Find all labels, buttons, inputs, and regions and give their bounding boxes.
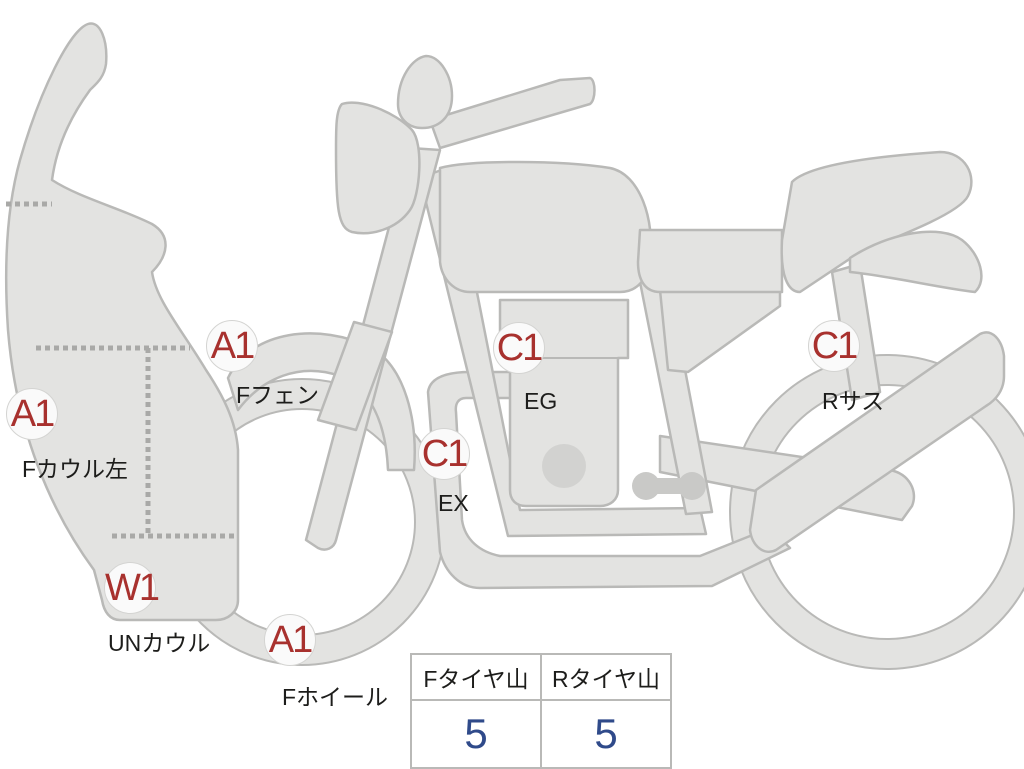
- rear-tire-tread-header: Rタイヤ山: [540, 653, 672, 701]
- engine-cover: [542, 444, 586, 488]
- label-r-suspension: Rサス: [822, 388, 885, 414]
- front-tire-tread-value[interactable]: 5: [410, 699, 542, 769]
- marker-f-wheel[interactable]: A1: [264, 614, 316, 666]
- pillion-seat: [780, 150, 973, 294]
- muffler: [748, 331, 1006, 553]
- mirror: [396, 54, 454, 130]
- marker-under-cowl[interactable]: W1: [104, 562, 160, 614]
- marker-exhaust[interactable]: C1: [418, 428, 470, 480]
- side-cover: [658, 288, 782, 374]
- marker-engine[interactable]: C1: [493, 322, 545, 374]
- fuel-tank: [438, 160, 653, 294]
- marker-f-fender[interactable]: A1: [206, 320, 258, 372]
- label-engine: EG: [524, 388, 558, 414]
- label-under-cowl: UNカウル: [108, 630, 211, 656]
- front-cowl: [4, 22, 240, 622]
- label-f-wheel: Fホイール: [282, 684, 389, 710]
- handlebar: [428, 76, 596, 150]
- headlight: [334, 101, 421, 235]
- tire-tread-table: Fタイヤ山 Rタイヤ山 5 5: [410, 653, 672, 769]
- rider-seat: [636, 228, 784, 294]
- rear-tire-tread-value[interactable]: 5: [540, 699, 672, 769]
- exhaust-pipe: [426, 370, 792, 590]
- front-tire-tread-header: Fタイヤ山: [410, 653, 542, 701]
- label-f-fender: Fフェン: [236, 382, 320, 408]
- tail-cowl: [848, 230, 983, 294]
- marker-r-suspension[interactable]: C1: [808, 320, 860, 372]
- label-f-cowl-left: Fカウル左: [22, 456, 129, 482]
- marker-f-cowl-left[interactable]: A1: [6, 388, 58, 440]
- label-exhaust: EX: [438, 490, 469, 516]
